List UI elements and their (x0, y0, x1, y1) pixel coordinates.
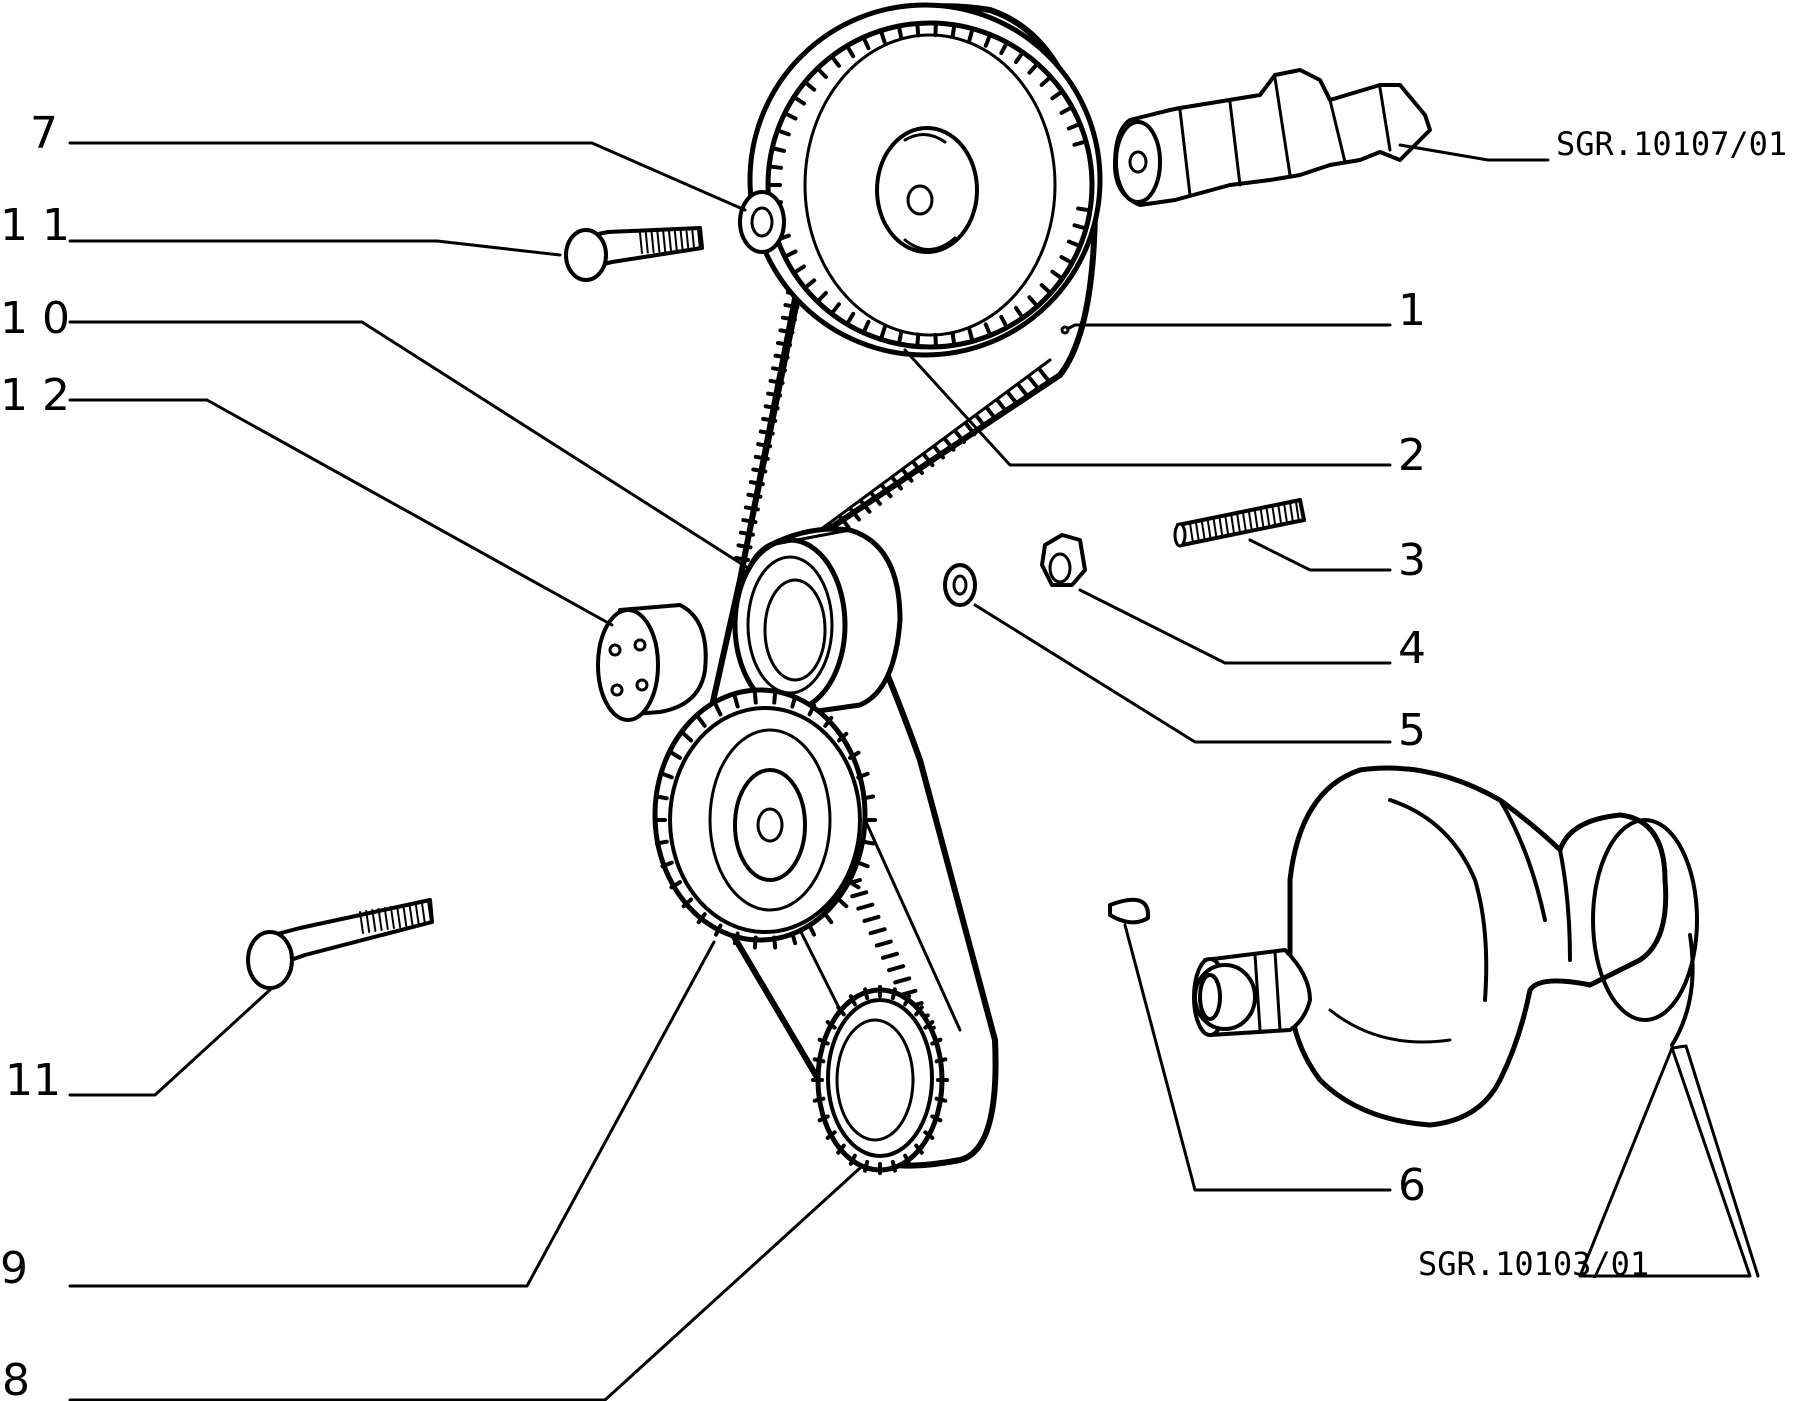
leader-5 (973, 603, 1392, 744)
leader-ref-camshaft (1398, 143, 1550, 162)
callout-1: 1 (1398, 285, 1426, 336)
leader-7 (68, 141, 747, 212)
leader-12 (68, 398, 614, 627)
leader-lines (68, 141, 1760, 1401)
leader-10 (68, 320, 750, 570)
bolt-11-upper (564, 226, 704, 282)
callout-12: 1 2 (0, 370, 70, 421)
leader-ref-crankshaft (1578, 1046, 1682, 1278)
callout-10: 1 0 (0, 293, 70, 344)
tensioner-pulley (732, 526, 903, 718)
leader-3 (1248, 538, 1392, 572)
callout-2: 2 (1398, 430, 1426, 481)
woodruff-key-6 (1108, 897, 1151, 925)
stud-3 (1173, 498, 1306, 548)
washer-5 (943, 563, 977, 607)
crankshaft (1192, 765, 1699, 1128)
leader-8 (68, 1166, 862, 1401)
bolt-upper-threads (639, 228, 701, 254)
callout-7: 7 (30, 108, 58, 159)
callout-8: 8 (2, 1355, 30, 1401)
callout-labels: 1 2 3 4 5 6 7 8 9 1 0 1 1 11 1 2 (0, 108, 1426, 1401)
crankshaft-pulley (811, 985, 949, 1175)
leader-1 (1063, 323, 1392, 332)
tensioner-flange (596, 603, 708, 722)
callout-11-lower: 11 (5, 1055, 61, 1106)
intermediate-pulley-teeth (653, 690, 877, 950)
ref-crankshaft: SGR.10103/01 (1418, 1245, 1649, 1283)
stud-threads (1189, 501, 1300, 544)
reference-codes: SGR.10107/01 SGR.10103/01 (1418, 125, 1787, 1283)
intermediate-pulley (652, 687, 877, 950)
camshaft-pulley (747, 2, 1103, 358)
washer-7 (738, 190, 786, 254)
nut-4 (1040, 533, 1087, 587)
callout-5: 5 (1398, 705, 1426, 756)
bolt-lower-threads (359, 900, 432, 934)
callout-3: 3 (1398, 535, 1426, 586)
ref-camshaft: SGR.10107/01 (1556, 125, 1787, 163)
camshaft-pulley-teeth (766, 21, 1093, 349)
camshaft (1113, 68, 1432, 207)
leader-11-upper (68, 239, 562, 257)
leader-4 (1078, 588, 1392, 665)
callout-11-upper: 1 1 (0, 200, 70, 251)
callout-4: 4 (1398, 623, 1426, 674)
callout-9: 9 (0, 1243, 28, 1294)
leader-9 (68, 940, 716, 1288)
bolt-11-lower (246, 898, 434, 990)
callout-6: 6 (1398, 1160, 1426, 1211)
leader-11-lower (68, 986, 274, 1097)
leader-6 (1123, 923, 1392, 1192)
leader-2 (903, 348, 1392, 467)
crankshaft-pulley-teeth (811, 985, 949, 1175)
